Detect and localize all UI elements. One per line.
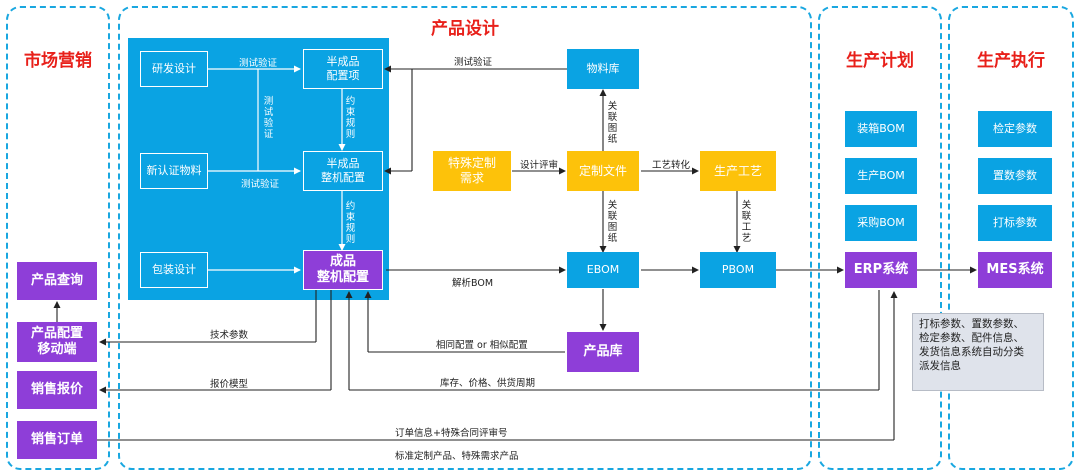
- ebom-box[interactable]: EBOM: [567, 252, 639, 288]
- inventory-label: 库存、价格、供货周期: [440, 378, 536, 389]
- semi-machine-config-box[interactable]: 半成品 整机配置: [303, 151, 383, 191]
- test-verify-top-label: 测试验证: [239, 58, 278, 69]
- related-drawing-1-label: 关联图纸: [607, 101, 618, 145]
- quote-model-label: 报价模型: [210, 379, 249, 390]
- erp-distribution-note: 打标参数、置数参数、 检定参数、配件信息、 发货信息系统自动分类 派发信息: [912, 313, 1044, 391]
- rd-design-box[interactable]: 研发设计: [140, 51, 208, 87]
- order-info-label: 订单信息+特殊合同评审号: [395, 428, 508, 439]
- special-requirement-box[interactable]: 特殊定制 需求: [433, 151, 511, 191]
- product-machine-config-box[interactable]: 成品 整机配置: [303, 250, 383, 290]
- process-convert-label: 工艺转化: [652, 160, 691, 171]
- marking-params-box[interactable]: 打标参数: [978, 205, 1052, 241]
- constraint-rule-2-label: 约束规则: [345, 201, 356, 245]
- standard-products-label: 标准定制产品、特殊需求产品: [395, 451, 519, 462]
- purchase-bom-box[interactable]: 采购BOM: [845, 205, 917, 241]
- mes-system-box[interactable]: MES系统: [978, 252, 1052, 288]
- custom-file-box[interactable]: 定制文件: [567, 151, 639, 191]
- related-drawing-2-label: 关联图纸: [607, 200, 618, 244]
- test-verify-material-label: 测试验证: [454, 57, 493, 68]
- production-bom-box[interactable]: 生产BOM: [845, 158, 917, 194]
- sales-order-box[interactable]: 销售订单: [17, 421, 97, 459]
- product-library-box[interactable]: 产品库: [567, 332, 639, 372]
- erp-system-box[interactable]: ERP系统: [845, 252, 917, 288]
- marketing-panel: [6, 6, 110, 470]
- tech-params-label: 技术参数: [210, 330, 249, 341]
- execution-panel: [948, 6, 1074, 470]
- design-panel: [118, 6, 812, 470]
- product-query-box[interactable]: 产品查询: [17, 262, 97, 300]
- design-review-label: 设计评审: [520, 160, 559, 171]
- semi-config-item-box[interactable]: 半成品 配置项: [303, 49, 383, 89]
- related-process-label: 关联工艺: [741, 200, 752, 244]
- test-verify-vertical-label: 测试验证: [263, 96, 274, 140]
- constraint-rule-1-label: 约束规则: [345, 96, 356, 140]
- new-material-box[interactable]: 新认证物料: [140, 153, 208, 189]
- sales-quote-box[interactable]: 销售报价: [17, 371, 97, 409]
- marketing-title: 市场营销: [24, 51, 92, 71]
- design-title: 产品设计: [431, 19, 499, 39]
- inspection-params-box[interactable]: 检定参数: [978, 111, 1052, 147]
- execution-title: 生产执行: [977, 51, 1045, 71]
- material-library-box[interactable]: 物料库: [567, 49, 639, 89]
- setting-params-box[interactable]: 置数参数: [978, 158, 1052, 194]
- planning-panel: [818, 6, 942, 470]
- process-box[interactable]: 生产工艺: [700, 151, 776, 191]
- packing-bom-box[interactable]: 装箱BOM: [845, 111, 917, 147]
- planning-title: 生产计划: [846, 51, 914, 71]
- pbom-box[interactable]: PBOM: [700, 252, 776, 288]
- mobile-config-box[interactable]: 产品配置 移动端: [17, 322, 97, 362]
- packaging-design-box[interactable]: 包装设计: [140, 252, 208, 288]
- same-config-label: 相同配置 or 相似配置: [436, 340, 528, 351]
- test-verify-bottom-label: 测试验证: [241, 179, 280, 190]
- parse-bom-label: 解析BOM: [452, 278, 494, 289]
